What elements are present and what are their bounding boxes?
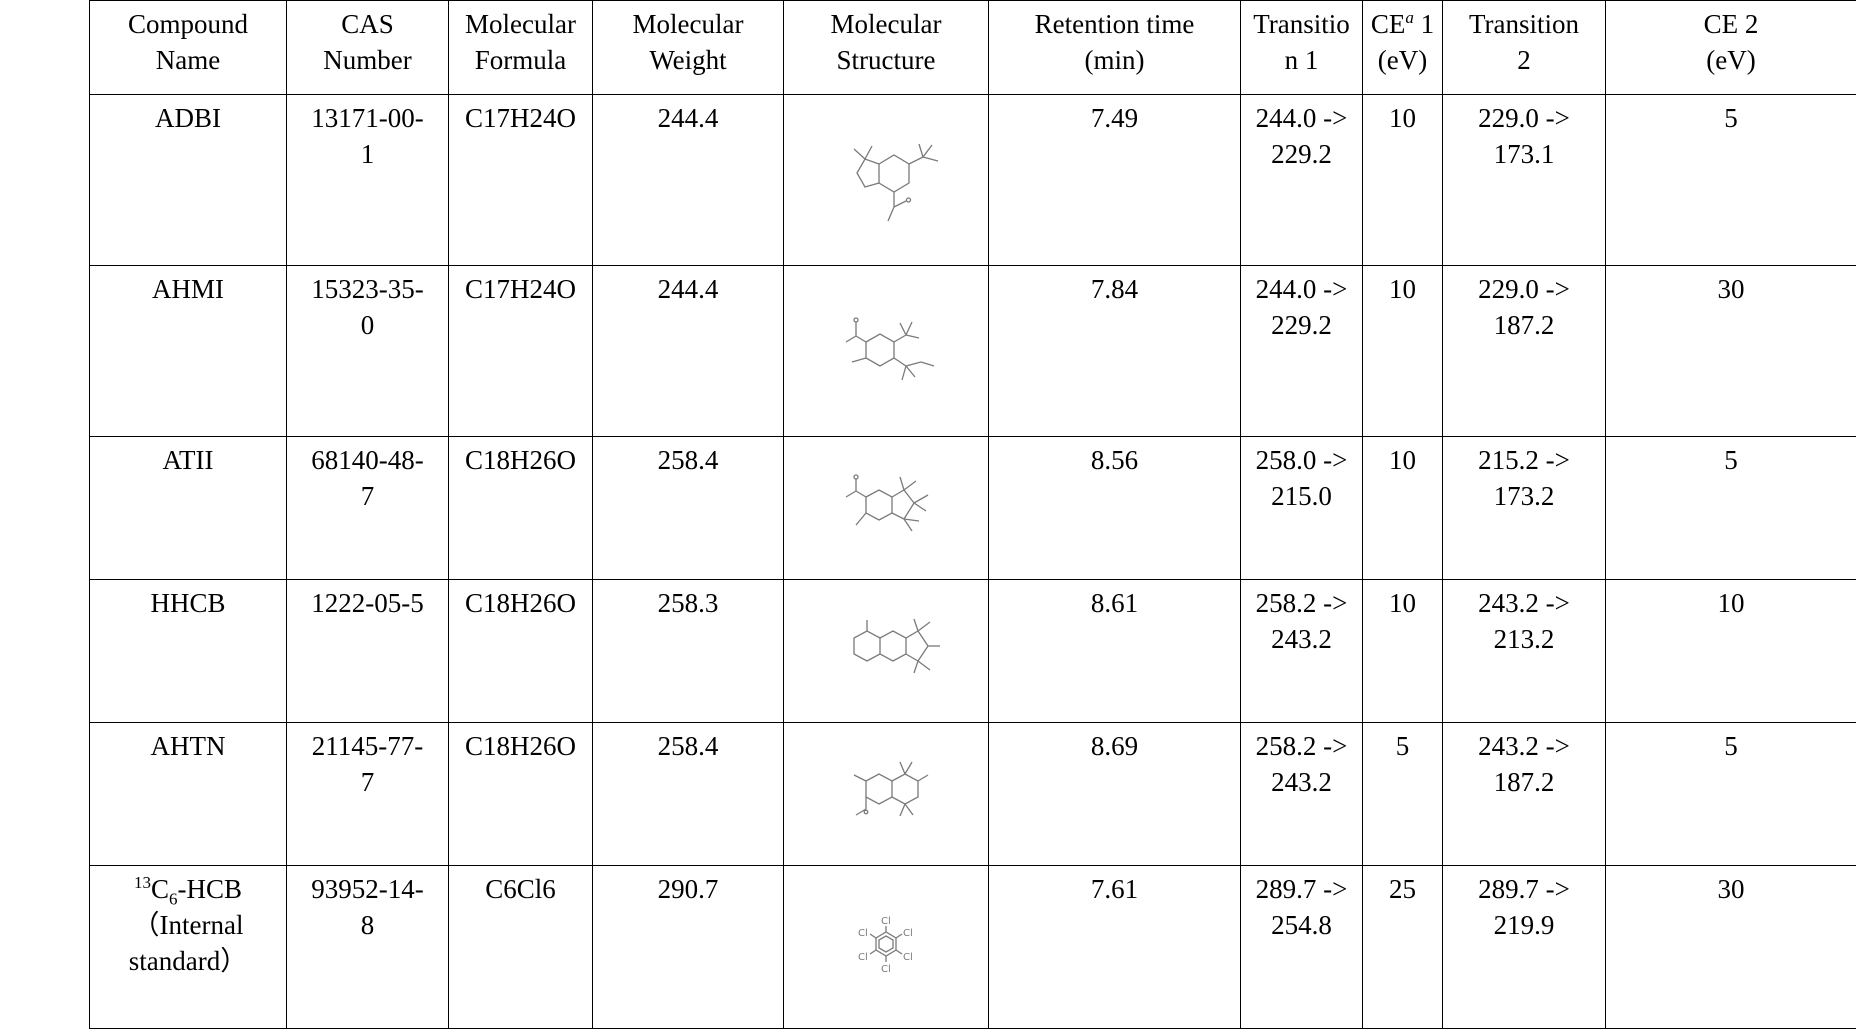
cell-ce-1: 10 — [1363, 266, 1443, 437]
cell-ce-2: 5 — [1606, 437, 1856, 580]
cell-formula: C18H26O — [449, 437, 593, 580]
cell-ce-2: 30 — [1606, 266, 1856, 437]
header-transition-2: Transition 2 — [1443, 1, 1606, 95]
table-row: ATII 68140-48- 7 C18H26O 258.4 8.56 258.… — [90, 437, 1856, 580]
cell-transition-1: 289.7 -> 254.8 — [1241, 866, 1363, 1029]
header-cas-number: CAS Number — [287, 1, 449, 95]
compound-table: Compound Name CAS Number Molecular Formu… — [89, 0, 1856, 1029]
cell-weight: 258.4 — [593, 437, 784, 580]
cell-compound-name: AHMI — [90, 266, 287, 437]
svg-text:Cl: Cl — [903, 928, 913, 939]
cell-ce-2: 10 — [1606, 580, 1856, 723]
cell-weight: 244.4 — [593, 266, 784, 437]
table-row: AHTN 21145-77- 7 C18H26O 258.4 8.69 258.… — [90, 723, 1856, 866]
cell-transition-1: 258.2 -> 243.2 — [1241, 723, 1363, 866]
cell-formula: C18H26O — [449, 580, 593, 723]
cell-retention-time: 7.84 — [989, 266, 1241, 437]
cell-cas-number: 93952-14- 8 — [287, 866, 449, 1029]
header-molecular-formula: Molecular Formula — [449, 1, 593, 95]
cell-retention-time: 8.69 — [989, 723, 1241, 866]
cell-compound-name: HHCB — [90, 580, 287, 723]
cell-cas-number: 15323-35- 0 — [287, 266, 449, 437]
cell-transition-2: 229.0 -> 173.1 — [1443, 95, 1606, 266]
cell-retention-time: 7.49 — [989, 95, 1241, 266]
header-ce-2: CE 2 (eV) — [1606, 1, 1856, 95]
atii-structure-icon — [816, 473, 956, 543]
cell-retention-time: 7.61 — [989, 866, 1241, 1029]
header-molecular-structure: Molecular Structure — [784, 1, 989, 95]
cell-ce-2: 5 — [1606, 723, 1856, 866]
cell-compound-name-count: 6 — [169, 889, 178, 908]
cell-cas-number: 21145-77- 7 — [287, 723, 449, 866]
cell-retention-time: 8.56 — [989, 437, 1241, 580]
ahtn-structure-icon — [816, 759, 956, 829]
cell-formula: C6Cl6 — [449, 866, 593, 1029]
svg-text:Cl: Cl — [881, 964, 891, 975]
cell-ce-1: 5 — [1363, 723, 1443, 866]
table-row: ADBI 13171-00- 1 C17H24O 244.4 7.49 244.… — [90, 95, 1856, 266]
ahmi-structure-icon — [816, 302, 956, 400]
hhcb-structure-icon — [816, 616, 956, 686]
cell-cas-number: 1222-05-5 — [287, 580, 449, 723]
header-row: Compound Name CAS Number Molecular Formu… — [90, 1, 1856, 95]
cell-ce-1: 10 — [1363, 95, 1443, 266]
table-row: 13C6-HCB （Internal standard） 93952-14- 8… — [90, 866, 1856, 1029]
cell-retention-time: 8.61 — [989, 580, 1241, 723]
cell-compound-name: 13C6-HCB （Internal standard） — [90, 866, 287, 1029]
cell-transition-2: 215.2 -> 173.2 — [1443, 437, 1606, 580]
table-row: AHMI 15323-35- 0 C17H24O 244.4 7.84 244.… — [90, 266, 1856, 437]
cell-formula: C17H24O — [449, 95, 593, 266]
cell-transition-1: 258.0 -> 215.0 — [1241, 437, 1363, 580]
cell-weight: 244.4 — [593, 95, 784, 266]
header-ce-1: CEa 1 (eV) — [1363, 1, 1443, 95]
svg-text:Cl: Cl — [881, 916, 891, 927]
cell-compound-name-isotope: 13 — [134, 873, 151, 892]
cell-compound-name: AHTN — [90, 723, 287, 866]
cell-cas-number: 68140-48- 7 — [287, 437, 449, 580]
svg-text:Cl: Cl — [858, 928, 868, 939]
svg-text:Cl: Cl — [903, 952, 913, 963]
cell-weight: 258.3 — [593, 580, 784, 723]
cell-ce-1: 10 — [1363, 437, 1443, 580]
header-compound-name: Compound Name — [90, 1, 287, 95]
cell-transition-1: 258.2 -> 243.2 — [1241, 580, 1363, 723]
cell-weight: 290.7 — [593, 866, 784, 1029]
cell-ce-1: 25 — [1363, 866, 1443, 1029]
header-retention-time: Retention time (min) — [989, 1, 1241, 95]
header-molecular-weight: Molecular Weight — [593, 1, 784, 95]
cell-compound-name-element: C — [151, 874, 169, 904]
cell-ce-2: 30 — [1606, 866, 1856, 1029]
cell-transition-1: 244.0 -> 229.2 — [1241, 266, 1363, 437]
cell-transition-2: 243.2 -> 187.2 — [1443, 723, 1606, 866]
cell-transition-1: 244.0 -> 229.2 — [1241, 95, 1363, 266]
hcb-structure-icon: Cl Cl Cl Cl Cl Cl — [816, 902, 956, 992]
cell-transition-2: 289.7 -> 219.9 — [1443, 866, 1606, 1029]
cell-transition-2: 229.0 -> 187.2 — [1443, 266, 1606, 437]
adbi-structure-icon — [816, 131, 956, 229]
cell-compound-name: ATII — [90, 437, 287, 580]
cell-ce-1: 10 — [1363, 580, 1443, 723]
table-row: HHCB 1222-05-5 C18H26O 258.3 8.61 258.2 … — [90, 580, 1856, 723]
cell-formula: C18H26O — [449, 723, 593, 866]
cell-compound-name: ADBI — [90, 95, 287, 266]
cell-formula: C17H24O — [449, 266, 593, 437]
cell-ce-2: 5 — [1606, 95, 1856, 266]
header-ce-footnote-mark: a — [1405, 8, 1414, 27]
header-transition-1: Transitio n 1 — [1241, 1, 1363, 95]
cell-cas-number: 13171-00- 1 — [287, 95, 449, 266]
cell-transition-2: 243.2 -> 213.2 — [1443, 580, 1606, 723]
header-ce-1-text: CE — [1371, 9, 1406, 39]
svg-text:Cl: Cl — [858, 952, 868, 963]
cell-weight: 258.4 — [593, 723, 784, 866]
